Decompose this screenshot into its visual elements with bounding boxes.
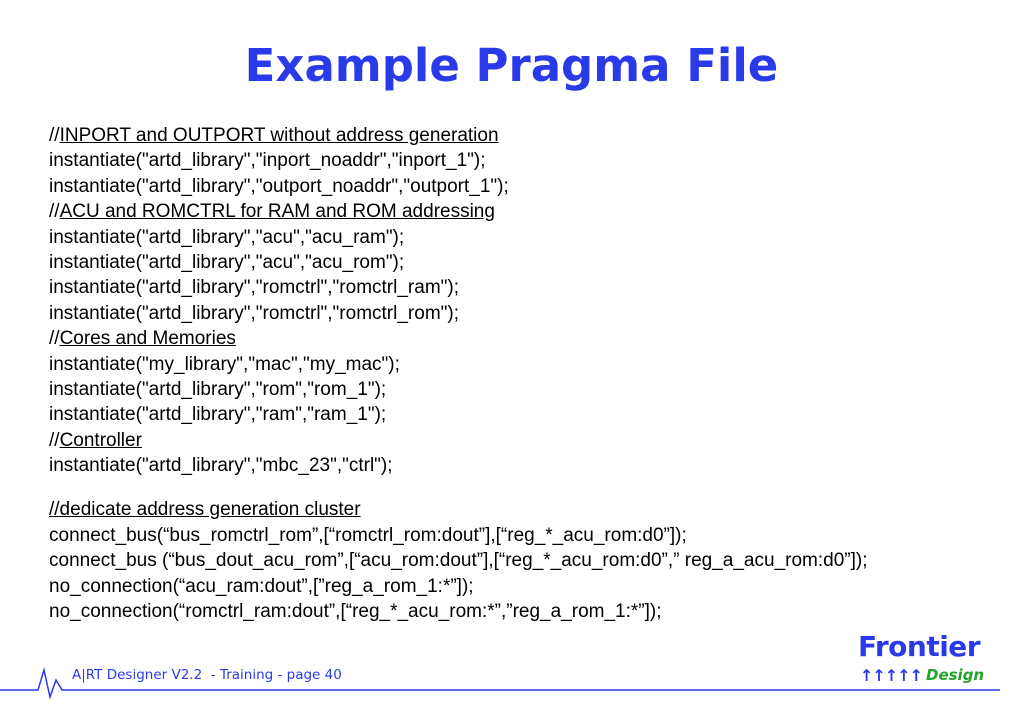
slide-title: Example Pragma File <box>244 39 779 92</box>
code-line: connect_bus (“bus_dout_acu_rom”,[“acu_ro… <box>49 550 868 572</box>
code-line: instantiate("my_library","mac","my_mac")… <box>49 353 400 375</box>
code-line: instantiate("artd_library","rom","rom_1"… <box>49 378 387 400</box>
comment-prefix: // <box>49 201 60 223</box>
logo-frontier-text: Frontier <box>858 630 981 663</box>
footer-text: A|RT Designer V2.2 - Training - page 40 <box>72 667 342 683</box>
comment-prefix: // <box>49 125 60 146</box>
code-line: instantiate("artd_library","romctrl","ro… <box>49 302 459 324</box>
code-line: no_connection(“acu_ram:dout”,[”reg_a_rom… <box>49 575 474 597</box>
comment-prefix: // <box>49 328 60 350</box>
code-line: instantiate("artd_library","romctrl","ro… <box>49 277 459 299</box>
code-line: instantiate("artd_library","mbc_23","ctr… <box>49 455 393 477</box>
comment-prefix: // <box>49 429 60 451</box>
code-line: connect_bus(“bus_romctrl_rom”,[“romctrl_… <box>49 524 687 546</box>
comment-text: INPORT and OUTPORT without address gener… <box>59 125 499 146</box>
logo-arrows-icon: ↑↑↑↑↑ <box>860 666 923 685</box>
code-line: instantiate("artd_library","inport_noadd… <box>49 150 486 172</box>
code-line: no_connection(“romctrl_ram:dout”,[“reg_*… <box>49 601 662 623</box>
pragma-code-block: //INPORT and OUTPORT without address gen… <box>49 123 1009 624</box>
code-comment-line: //ACU and ROMCTRL for RAM and ROM addres… <box>49 199 1009 224</box>
comment-text: Cores and Memories <box>59 328 236 350</box>
code-line: instantiate("artd_library","outport_noad… <box>49 175 509 197</box>
code-line: instantiate("artd_library","ram","ram_1"… <box>49 404 387 426</box>
code-line: instantiate("artd_library","acu","acu_ra… <box>49 226 405 248</box>
logo-design-text: Design <box>926 666 985 684</box>
comment-text: //dedicate address generation cluster <box>49 499 361 521</box>
code-comment-line: //Cores and Memories <box>49 326 1009 351</box>
code-line: instantiate("artd_library","acu","acu_ro… <box>49 251 405 273</box>
code-comment-line: //Controller <box>49 428 1009 453</box>
comment-text: Controller <box>59 429 142 451</box>
blank-line <box>49 478 1009 497</box>
footer-pulse-line <box>0 667 1000 700</box>
code-comment-line: //dedicate address generation cluster <box>49 497 1009 522</box>
comment-text: ACU and ROMCTRL for RAM and ROM addressi… <box>59 201 495 223</box>
code-comment-line: //INPORT and OUTPORT without address gen… <box>49 123 1009 148</box>
frontier-design-logo: Frontier ↑↑↑↑↑ Design <box>838 630 988 690</box>
